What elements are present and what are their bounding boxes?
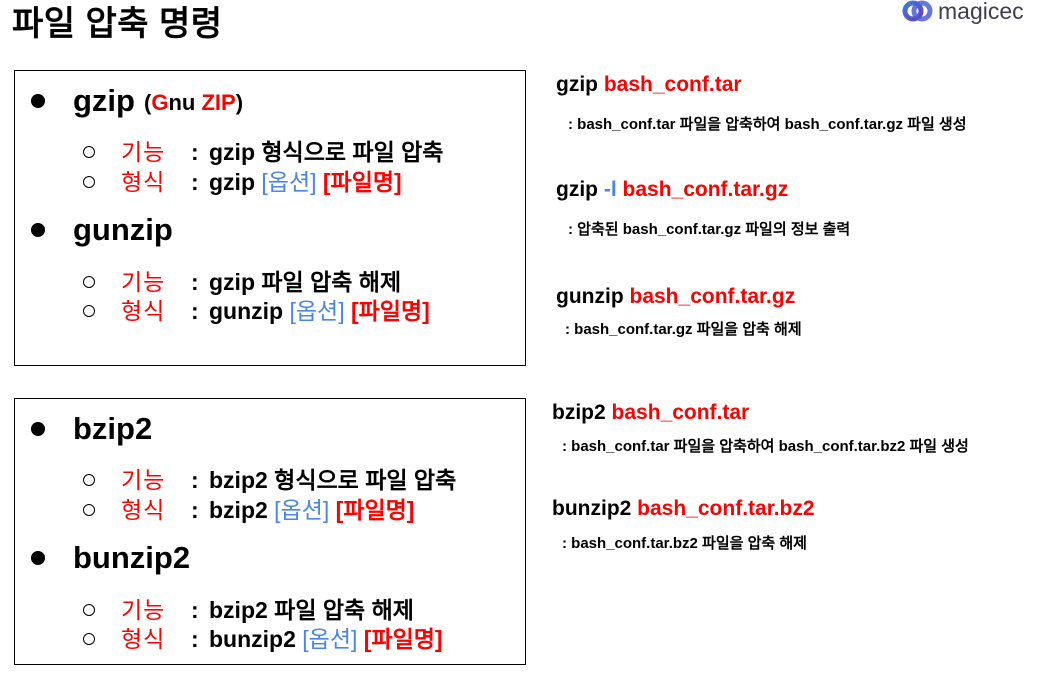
command-name: gzip [73,83,135,118]
example-command: gzip -l bash_conf.tar.gz [556,178,788,202]
bullet-hollow-icon [83,474,95,486]
example-description: : bash_conf.tar 파일을 압축하여 bash_conf.tar.g… [568,116,967,133]
row-value: gunzip [옵션] [파일명] [209,297,430,325]
example-argument: bash_conf.tar.bz2 [637,497,815,520]
row-label: 기능 [121,139,166,165]
example-command: bunzip2 bash_conf.tar.bz2 [552,497,815,521]
slide-title: 파일 압축 명령 [12,5,223,43]
note-letter-g: G [151,89,169,115]
row-value: gzip [옵션] [파일명] [209,168,402,196]
bullet-hollow-icon [83,633,95,645]
syntax-command: gunzip [209,298,284,324]
row-label: 기능 [121,269,166,295]
example-description: : 압축된 bash_conf.tar.gz 파일의 정보 출력 [568,221,851,238]
example-argument: bash_conf.tar [611,401,750,424]
command-name: bunzip2 [73,540,191,575]
feature-row: 기능 : bzip2 형식으로 파일 압축 [83,466,456,494]
example-description: : bash_conf.tar.bz2 파일을 압축 해제 [562,535,807,552]
row-label: 형식 [121,497,166,523]
syntax-command: bunzip2 [209,626,296,652]
syntax-row: 형식 : gunzip [옵션] [파일명] [83,297,430,325]
bullet-hollow-icon [83,176,95,188]
row-separator: : [191,467,199,493]
syntax-filename: [파일명] [363,626,443,652]
row-value: bunzip2 [옵션] [파일명] [209,625,443,653]
row-value: gzip 파일 압축 해제 [209,269,402,295]
note-letters-zip: ZIP [201,89,236,115]
row-value: bzip2 형식으로 파일 압축 [209,467,457,493]
example-command: bzip2 bash_conf.tar [552,401,749,425]
syntax-option: [옵션] [302,626,358,652]
feature-row: 기능 : bzip2 파일 압축 해제 [83,596,414,624]
row-label: 형식 [121,169,166,195]
bzip2-command-box: bzip2 기능 : bzip2 형식으로 파일 압축 형식 : bzip2 [… [14,398,526,665]
example-argument: bash_conf.tar [603,73,742,96]
logo-text: magicec [938,0,1024,24]
example-argument: bash_conf.tar.gz [629,285,796,308]
row-value: bzip2 [옵션] [파일명] [209,496,414,524]
bullet-filled-icon [31,223,45,237]
syntax-command: gzip [209,169,255,195]
syntax-filename: [파일명] [335,497,415,523]
example-command: gunzip bash_conf.tar.gz [556,285,795,309]
bullet-hollow-icon [83,305,95,317]
example-command-name: gzip [556,178,598,201]
bullet-filled-icon [31,551,45,565]
gzip-command-box: gzip (Gnu ZIP) 기능 : gzip 형식으로 파일 압축 형식 :… [14,70,526,366]
magicec-logo-icon [902,0,933,22]
bullet-filled-icon [31,94,45,108]
note-open-paren: ( [144,89,152,115]
bullet-hollow-icon [83,604,95,616]
row-value: bzip2 파일 압축 해제 [209,597,414,623]
example-command-name: bzip2 [552,401,606,424]
feature-row: 기능 : gzip 형식으로 파일 압축 [83,138,443,166]
command-name: gunzip [73,212,173,247]
command-heading-gzip: gzip (Gnu ZIP) [31,83,243,119]
example-description: : bash_conf.tar 파일을 압축하여 bash_conf.tar.b… [562,438,969,455]
syntax-row: 형식 : bzip2 [옵션] [파일명] [83,496,414,524]
command-heading-bzip2: bzip2 [31,411,152,447]
bullet-hollow-icon [83,146,95,158]
note-letters-nu: nu [168,89,202,115]
logo: magicec [902,0,1024,23]
bullet-hollow-icon [83,504,95,516]
bullet-hollow-icon [83,276,95,288]
example-command-name: gzip [556,73,598,96]
example-command-name: gunzip [556,285,624,308]
row-separator: : [191,497,199,523]
syntax-option: [옵션] [274,497,330,523]
syntax-command: bzip2 [209,497,268,523]
syntax-filename: [파일명] [350,298,430,324]
syntax-filename: [파일명] [322,169,402,195]
feature-row: 기능 : gzip 파일 압축 해제 [83,268,401,296]
example-description: : bash_conf.tar.gz 파일을 압축 해제 [565,321,802,338]
command-heading-bunzip2: bunzip2 [31,540,190,576]
syntax-option: [옵션] [261,169,317,195]
syntax-row: 형식 : bunzip2 [옵션] [파일명] [83,625,443,653]
example-flag: -l [603,178,617,201]
syntax-option: [옵션] [289,298,345,324]
row-separator: : [191,169,199,195]
note-close-paren: ) [235,89,244,115]
row-separator: : [191,626,199,652]
row-label: 형식 [121,626,166,652]
row-separator: : [191,269,199,295]
row-label: 형식 [121,298,166,324]
example-command: gzip bash_conf.tar [556,73,742,97]
command-heading-gunzip: gunzip [31,212,173,248]
row-separator: : [191,139,199,165]
syntax-row: 형식 : gzip [옵션] [파일명] [83,168,402,196]
row-label: 기능 [121,597,166,623]
row-separator: : [191,298,199,324]
example-command-name: bunzip2 [552,497,632,520]
row-separator: : [191,597,199,623]
example-argument: bash_conf.tar.gz [622,178,789,201]
row-label: 기능 [121,467,166,493]
bullet-filled-icon [31,422,45,436]
row-value: gzip 형식으로 파일 압축 [209,139,444,165]
command-full-name: (Gnu ZIP) [144,82,243,121]
command-name: bzip2 [73,411,153,446]
